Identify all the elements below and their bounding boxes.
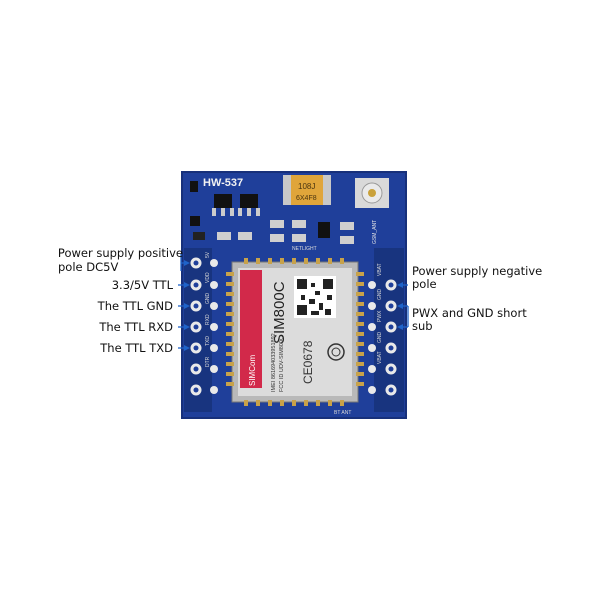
antenna-connector: GSM_ANT [355, 178, 389, 244]
label-power-negative: Power supply negative pole [412, 264, 543, 291]
label-power-positive: Power supply positive [57, 246, 183, 260]
imei-text: IMEI 861694033951892 [271, 333, 277, 392]
arrow-pwx-gnd [397, 324, 403, 330]
simcom-brand-strip [240, 270, 262, 388]
chip-label: SIM800C [271, 281, 288, 344]
model-label: HW-537 [203, 177, 243, 189]
qr-code [294, 276, 336, 318]
svg-text:DTR: DTR [205, 356, 211, 367]
arrow-pwx [397, 303, 403, 309]
transistor-components [190, 181, 354, 244]
pin-silkscreen: 5V VDD GND RXD TXD DTR VBAT GND PWX GND … [205, 251, 383, 367]
svg-text:TXD: TXD [205, 336, 211, 346]
arrow-ttl [184, 282, 190, 288]
svg-text:PWX: PWX [377, 310, 383, 322]
bottom-silkscreen: BT ANT [334, 410, 351, 416]
label-ttl-gnd: The TTL GND [97, 299, 173, 313]
svg-text:108J: 108J [298, 182, 315, 191]
svg-text:VBAT: VBAT [377, 351, 383, 364]
svg-text:VDD: VDD [205, 272, 211, 283]
ce-mark: CE0678 [301, 340, 315, 384]
svg-text:6X4F8: 6X4F8 [296, 195, 317, 202]
label-pwx-gnd: PWX and GND short sub [412, 306, 527, 333]
svg-text:GSM_ANT: GSM_ANT [372, 220, 378, 244]
svg-text:GND: GND [377, 332, 383, 344]
cert-logo-icon [327, 343, 345, 361]
arrow-vcc [184, 260, 190, 266]
fcc-text: FCC ID UDV-SIM800C [279, 336, 285, 392]
arrow-txd [184, 345, 190, 351]
arrow-rxd [184, 324, 190, 330]
sim800c-module: SIMCom SIM800C IMEI 861694033951892 FCC … [226, 258, 364, 406]
arrow-negative [397, 282, 403, 288]
svg-text:5V: 5V [205, 251, 211, 258]
arrow-gnd [184, 303, 190, 309]
label-ttl-voltage: 3.3/5V TTL [111, 278, 173, 292]
label-ttl-rxd: The TTL RXD [99, 320, 173, 334]
leader-lines [178, 254, 409, 351]
svg-text:RXD: RXD [205, 314, 211, 325]
capacitor: 108J 6X4F8 [283, 175, 331, 205]
label-power-positive-line2: pole DC5V [58, 260, 119, 274]
netlight-label: NETLIGHT [292, 246, 317, 252]
svg-text:GND: GND [205, 293, 211, 305]
svg-text:GND: GND [377, 289, 383, 301]
right-header-pins [368, 248, 404, 412]
label-ttl-txd: The TTL TXD [100, 341, 173, 355]
svg-text:VBAT: VBAT [377, 263, 383, 276]
left-header-pins [184, 248, 218, 412]
brand-text: SIMCom [248, 355, 257, 386]
